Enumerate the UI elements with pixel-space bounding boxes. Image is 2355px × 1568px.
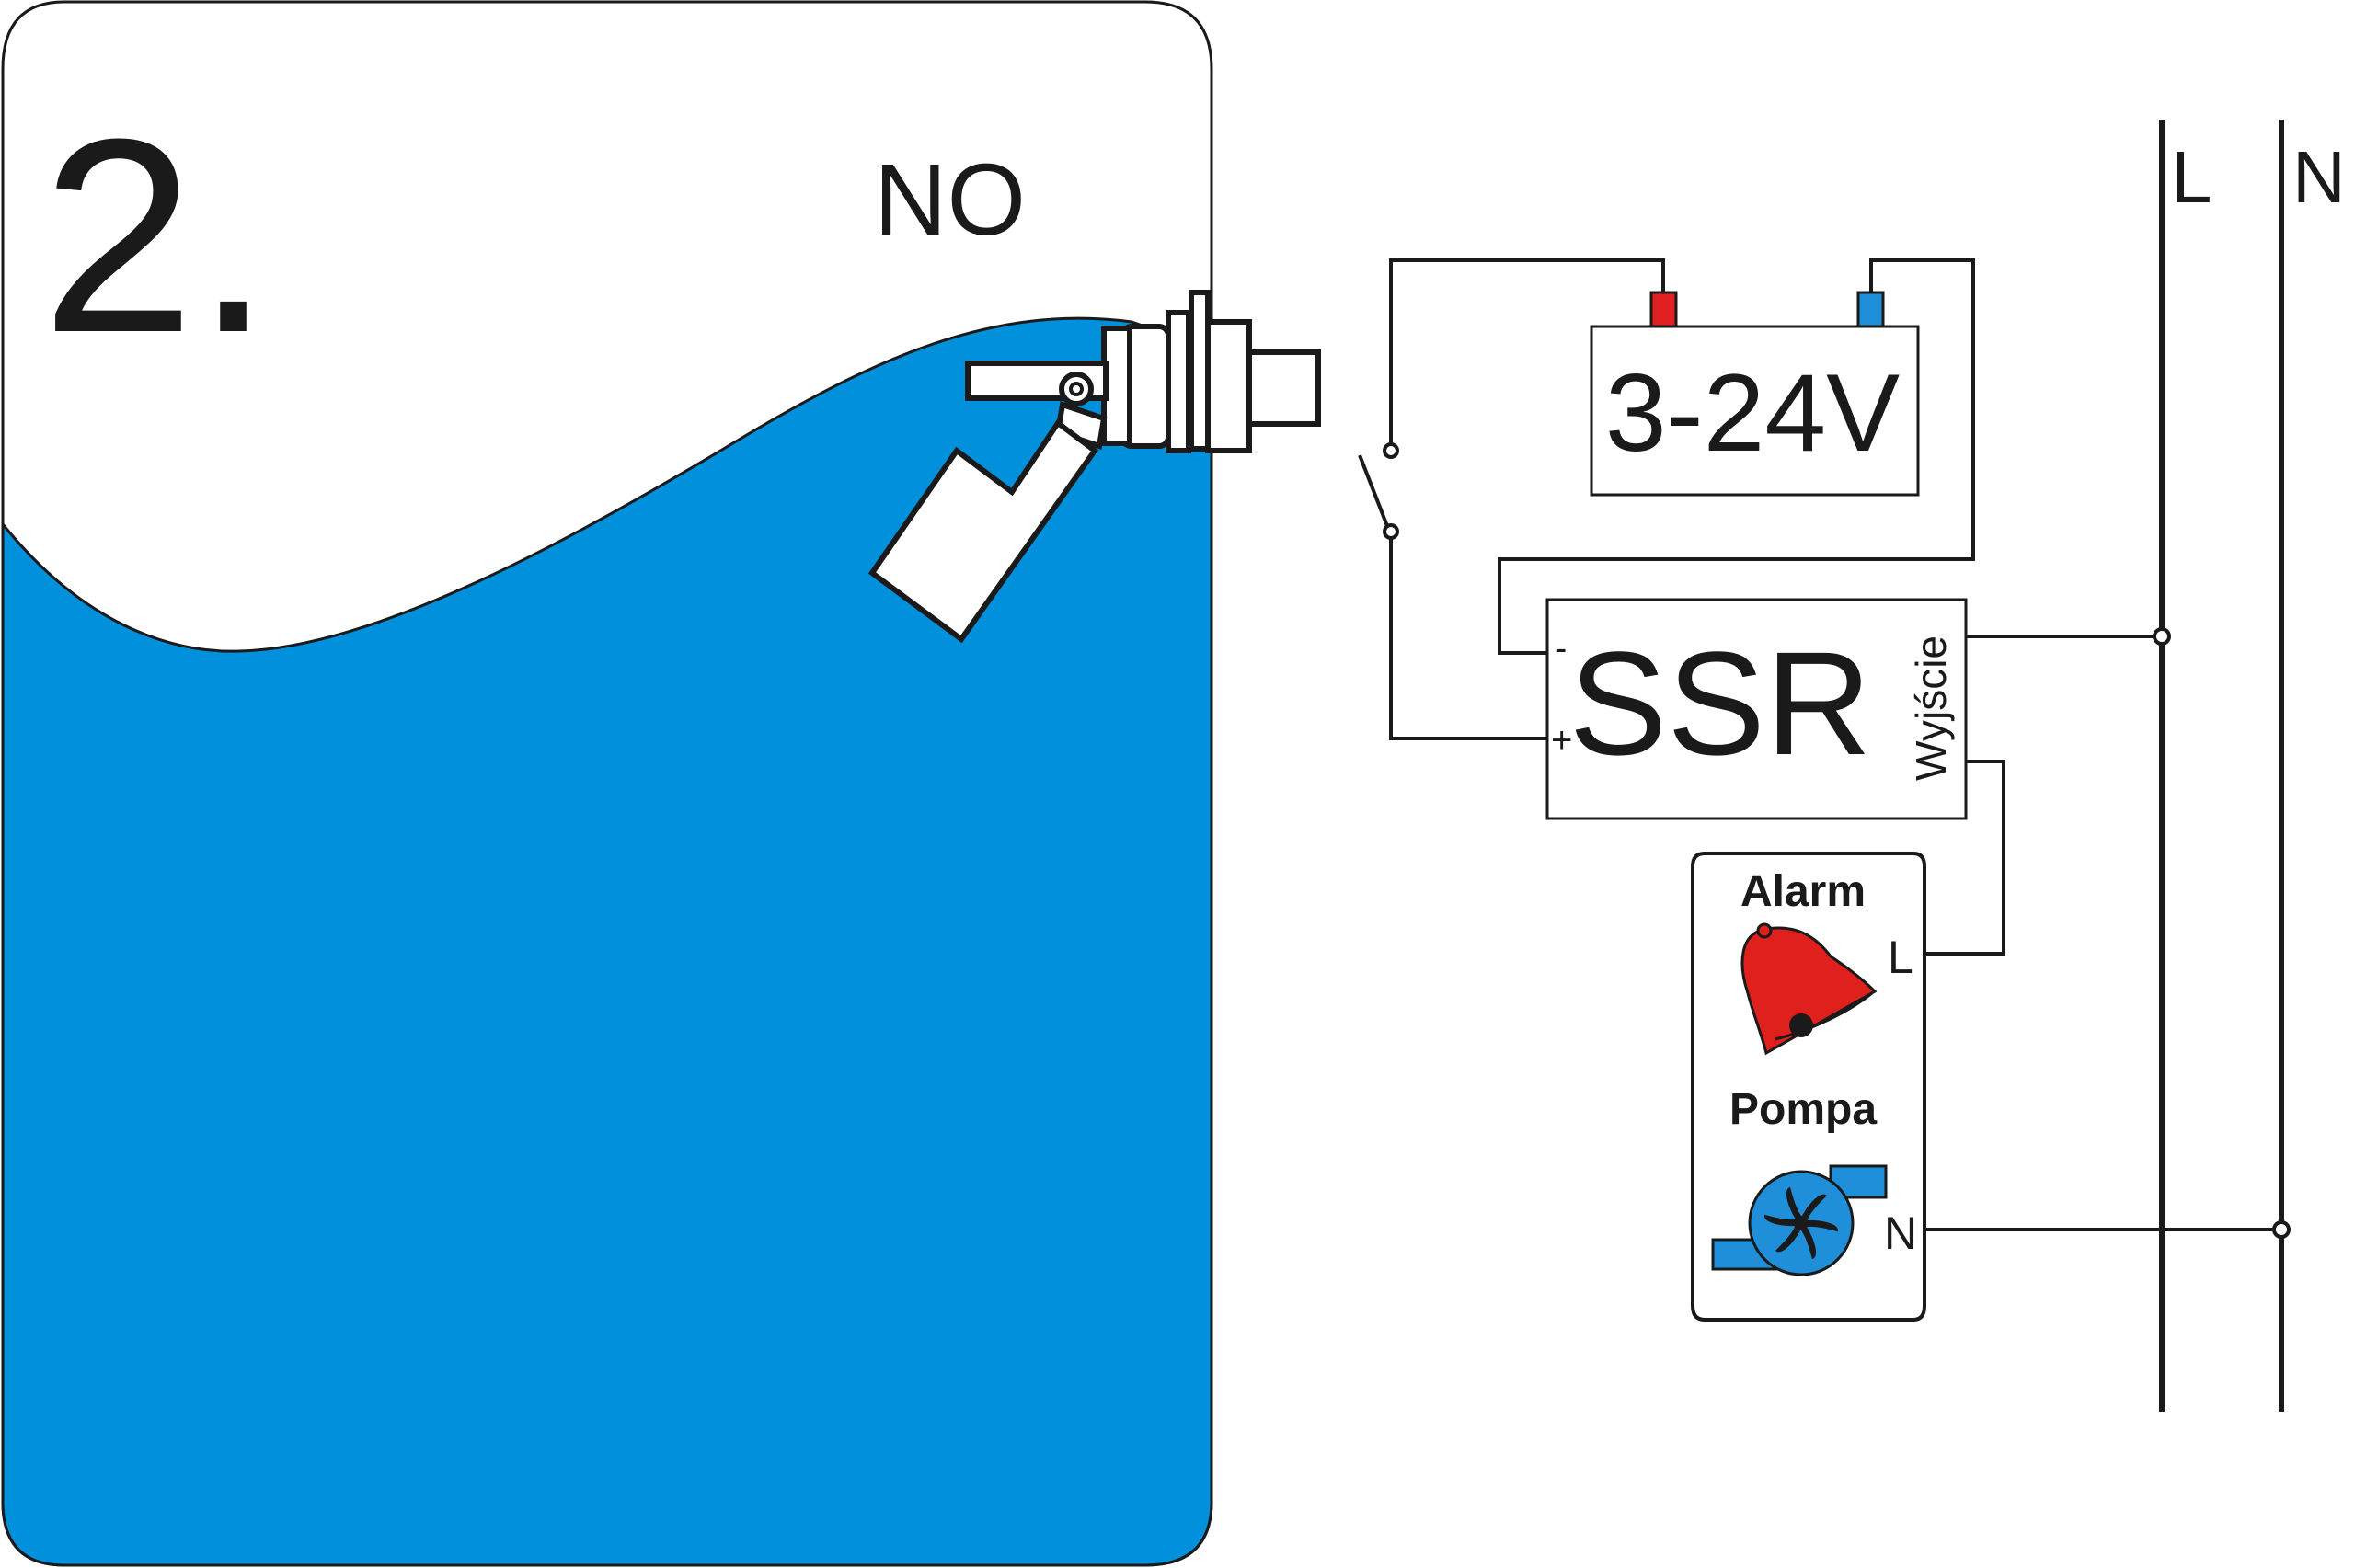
- power-supply-box: [1590, 325, 1920, 497]
- ssr-plus-label: +: [1551, 720, 1572, 761]
- junction-l: [2153, 627, 2171, 646]
- positive-terminal: [1649, 291, 1678, 328]
- bell-icon: [1740, 922, 1878, 1056]
- ssr-minus-label: -: [1555, 628, 1567, 669]
- pump-label: Pompa: [1729, 1085, 1877, 1134]
- water-fill: [1, 316, 1213, 1567]
- sensor-washer: [1166, 310, 1191, 453]
- wire-switch-to-ssr-plus: [1389, 532, 1547, 740]
- alarm-label: Alarm: [1740, 867, 1866, 916]
- switch-contact-top: [1383, 442, 1399, 459]
- switch-blade: [1358, 454, 1389, 527]
- load-box: Alarm Pompa L N: [1691, 852, 1926, 1322]
- power-supply-label: 3-24V: [1605, 351, 1900, 475]
- pump-icon: [1711, 1164, 1888, 1276]
- diagram-number: 2.: [41, 81, 271, 390]
- junction-n: [2272, 1220, 2291, 1239]
- tank: 2. NO: [1, 0, 1213, 1567]
- line-n-label: N: [2292, 136, 2346, 218]
- control-wiring: [1358, 258, 1975, 740]
- float-switch-sensor: [867, 290, 1321, 644]
- switch-contact-bottom: [1383, 523, 1399, 540]
- sensor-thread: [1205, 319, 1252, 453]
- wire-negative-to-ssr-minus: [1498, 258, 1975, 655]
- wire-positive: [1389, 258, 1665, 451]
- line-l-label: L: [2171, 136, 2212, 218]
- mains: L N: [1924, 120, 2346, 1412]
- sensor-cable-stub: [1246, 349, 1321, 427]
- ssr-output-label: Wyjście: [1907, 635, 1955, 781]
- negative-terminal: [1856, 291, 1885, 328]
- float-pivot-pin: [1069, 382, 1084, 396]
- ssr-label: SSR: [1569, 621, 1872, 785]
- wire-ssr-to-load: [1924, 760, 2005, 956]
- load-line-terminal: L: [1888, 932, 1913, 983]
- ssr-box: [1545, 598, 1968, 820]
- ssr-relay: SSR Wyjście - +: [1545, 598, 1968, 820]
- float-body: [867, 418, 1099, 644]
- contact-type-label: NO: [874, 143, 1026, 257]
- load-neutral-terminal: N: [1884, 1207, 1917, 1259]
- power-supply: 3-24V: [1590, 291, 1920, 497]
